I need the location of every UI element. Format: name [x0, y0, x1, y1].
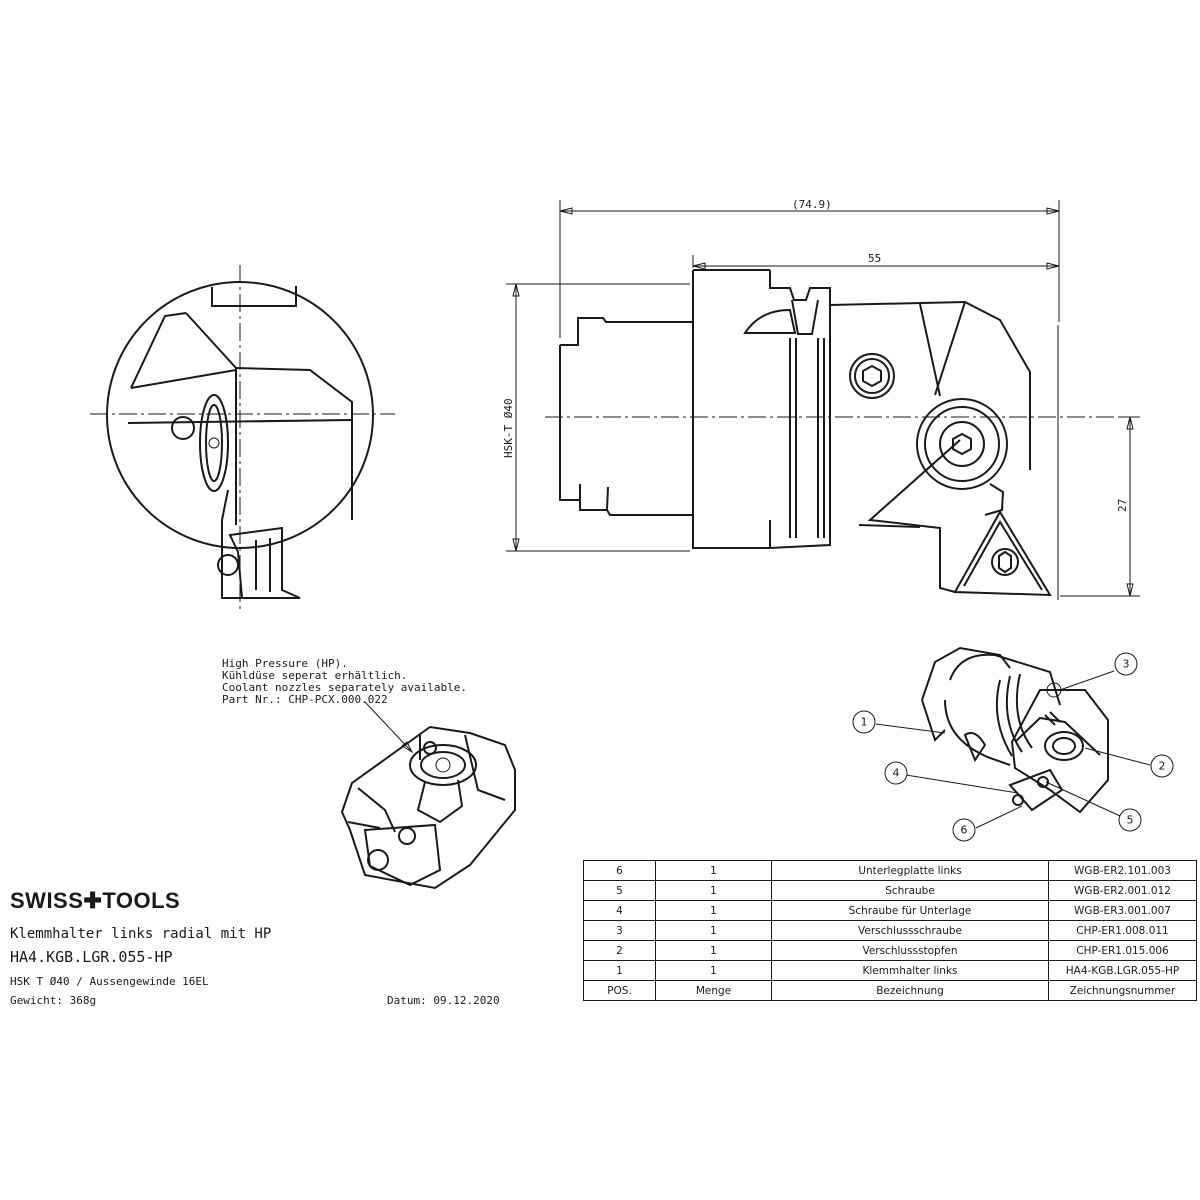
- cell-menge: 1: [655, 920, 772, 941]
- note-line: Coolant nozzles separately available.: [222, 681, 468, 694]
- header-pos: POS.: [583, 980, 656, 1001]
- header-bezeichnung: Bezeichnung: [771, 980, 1049, 1001]
- header-menge: Menge: [655, 980, 772, 1001]
- brand-logo: SWISS✚TOOLS: [10, 888, 181, 913]
- cell-pos: 3: [583, 920, 656, 941]
- note-line: Part Nr.: CHP-PCX.000.022: [222, 693, 388, 706]
- header-zeichnungsnummer: Zeichnungsnummer: [1048, 980, 1197, 1001]
- table-row: 1 1 Klemmhalter links HA4-KGB.LGR.055-HP: [583, 960, 1197, 981]
- bill-of-materials: 6 1 Unterlegplatte links WGB-ER2.101.003…: [583, 860, 1197, 1001]
- balloon-3: 3: [1114, 652, 1138, 676]
- detail-view-hp-nozzle: [340, 701, 516, 890]
- cell-pos: 2: [583, 940, 656, 961]
- drawing-title: Klemmhalter links radial mit HP: [10, 926, 272, 942]
- part-number: HA4.KGB.LGR.055-HP: [10, 948, 173, 966]
- cell-zeichnungsnummer: HA4-KGB.LGR.055-HP: [1048, 960, 1197, 981]
- cell-bezeichnung: Klemmhalter links: [771, 960, 1049, 981]
- cell-menge: 1: [655, 960, 772, 981]
- cell-bezeichnung: Verschlussschraube: [771, 920, 1049, 941]
- cell-menge: 1: [655, 900, 772, 921]
- table-row: 5 1 Schraube WGB-ER2.001.012: [583, 880, 1197, 901]
- dim-body-length: 55: [868, 252, 881, 265]
- cell-pos: 6: [583, 860, 656, 881]
- svg-text:2: 2: [1159, 760, 1166, 773]
- end-view: [90, 265, 395, 610]
- balloon-2: 2: [1150, 754, 1174, 778]
- note-line: Kühldüse seperat erhältlich.: [222, 669, 408, 682]
- cell-bezeichnung: Verschlussstopfen: [771, 940, 1049, 961]
- balloon-5: 5: [1118, 808, 1142, 832]
- svg-text:3: 3: [1123, 658, 1130, 671]
- balloon-4: 4: [884, 761, 908, 785]
- cell-bezeichnung: Schraube: [771, 880, 1049, 901]
- table-header-row: POS. Menge Bezeichnung Zeichnungsnummer: [583, 980, 1197, 1001]
- cell-pos: 5: [583, 880, 656, 901]
- cell-zeichnungsnummer: WGB-ER2.101.003: [1048, 860, 1197, 881]
- hp-coolant-note: High Pressure (HP). Kühldüse seperat erh…: [222, 658, 467, 706]
- date: Datum: 09.12.2020: [387, 994, 500, 1007]
- table-row: 6 1 Unterlegplatte links WGB-ER2.101.003: [583, 860, 1197, 881]
- dim-overall-length: (74.9): [792, 198, 832, 211]
- svg-text:6: 6: [961, 824, 968, 837]
- dim-height: 27: [1116, 499, 1129, 512]
- cell-zeichnungsnummer: CHP-ER1.008.011: [1048, 920, 1197, 941]
- svg-text:1: 1: [861, 716, 868, 729]
- cell-menge: 1: [655, 880, 772, 901]
- cell-zeichnungsnummer: CHP-ER1.015.006: [1048, 940, 1197, 961]
- cell-menge: 1: [655, 940, 772, 961]
- note-line: High Pressure (HP).: [222, 657, 348, 670]
- dim-shank-diameter: HSK-T Ø40: [502, 398, 515, 458]
- weight: Gewicht: 368g: [10, 994, 97, 1007]
- side-view: (74.9) 55 HSK-T Ø40 27: [502, 198, 1140, 600]
- cell-bezeichnung: Unterlegplatte links: [771, 860, 1049, 881]
- table-row: 3 1 Verschlussschraube CHP-ER1.008.011: [583, 920, 1197, 941]
- cell-zeichnungsnummer: WGB-ER3.001.007: [1048, 900, 1197, 921]
- svg-text:5: 5: [1127, 814, 1134, 827]
- table-row: 4 1 Schraube für Unterlage WGB-ER3.001.0…: [583, 900, 1197, 921]
- isometric-view: 1 2 3 4 5 6: [852, 646, 1174, 842]
- cell-zeichnungsnummer: WGB-ER2.001.012: [1048, 880, 1197, 901]
- balloon-6: 6: [952, 818, 976, 842]
- balloon-1: 1: [852, 710, 876, 734]
- table-row: 2 1 Verschlussstopfen CHP-ER1.015.006: [583, 940, 1197, 961]
- cell-bezeichnung: Schraube für Unterlage: [771, 900, 1049, 921]
- cell-pos: 1: [583, 960, 656, 981]
- cell-menge: 1: [655, 860, 772, 881]
- svg-text:4: 4: [893, 767, 900, 780]
- cell-pos: 4: [583, 900, 656, 921]
- spec-line: HSK T Ø40 / Aussengewinde 16EL: [10, 975, 209, 988]
